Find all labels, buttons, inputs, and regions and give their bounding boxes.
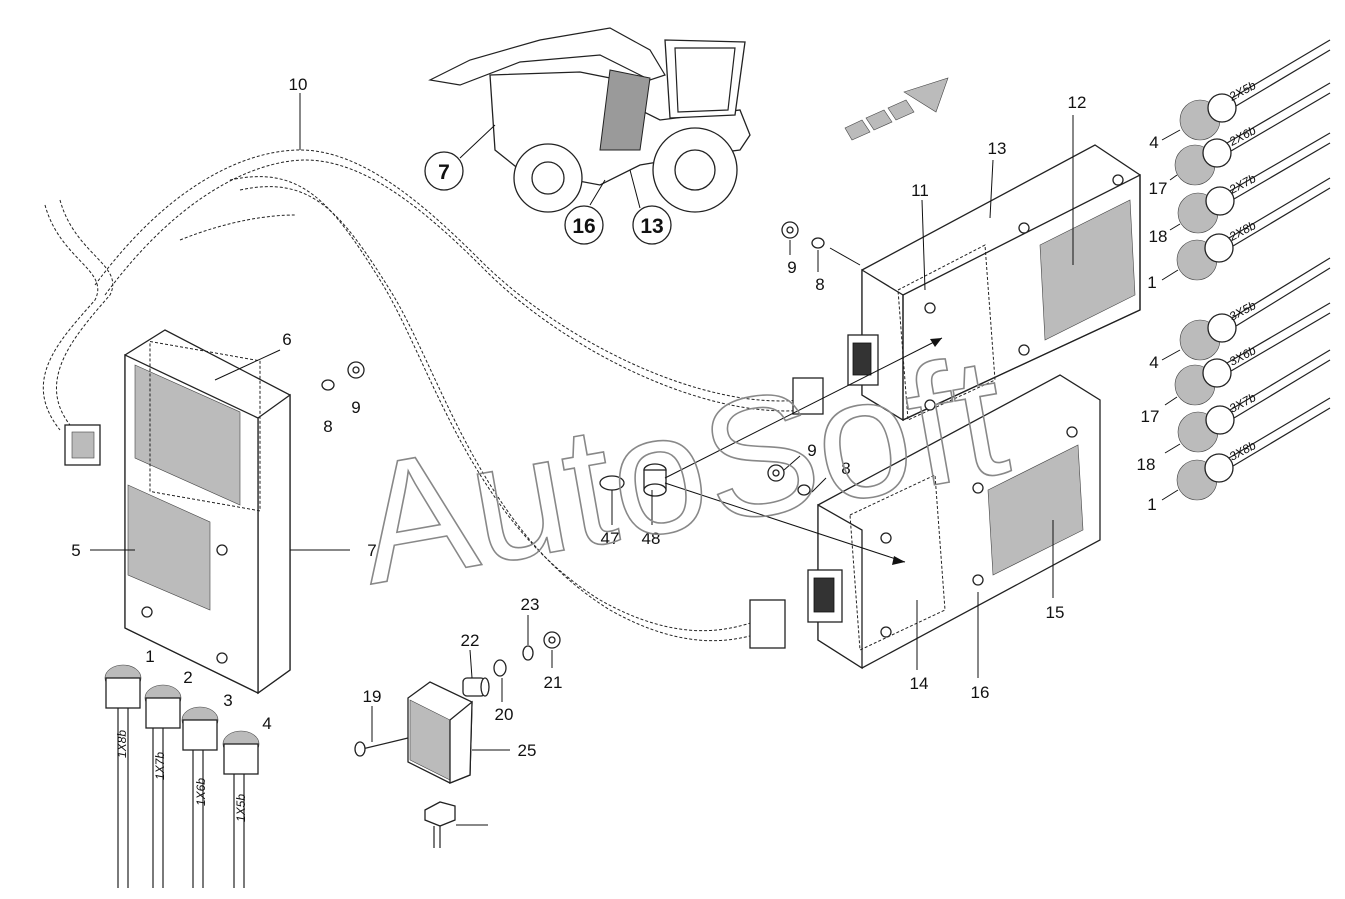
callout-19: 25	[518, 741, 537, 760]
callout-11: 11	[911, 181, 929, 200]
connector-label-2x6b: 2X6b	[1226, 123, 1258, 149]
callout-23: 23	[521, 595, 540, 614]
screw-icon	[354, 737, 409, 757]
connector-2x5b	[1179, 39, 1331, 141]
control-unit-lower	[807, 374, 1101, 670]
callout-7: 7	[367, 541, 376, 560]
connector-2x6b	[1174, 82, 1331, 186]
connector-1x7b	[144, 684, 182, 888]
callout-8-lower: 8	[841, 459, 850, 478]
callout-1-right-upper: 1	[1147, 273, 1156, 292]
connector-3x8b	[1176, 397, 1331, 501]
direction-arrow-icon	[844, 77, 949, 141]
multi-pin-socket	[807, 569, 843, 623]
callout-18-right-upper: 18	[1149, 227, 1168, 246]
callout-4: 4	[262, 714, 271, 733]
spacer-icon	[462, 677, 490, 697]
callout-8: 8	[323, 417, 332, 436]
callout-9: 9	[351, 398, 360, 417]
connector-label-3x7b: 3X7b	[1227, 390, 1259, 416]
callout-16: 16	[971, 683, 990, 702]
washer-icon	[811, 237, 825, 249]
sleeve-48	[643, 463, 667, 497]
callout-8-upper: 8	[815, 275, 824, 294]
location-callout-13: 13	[640, 215, 663, 238]
callout-17-right-upper: 17	[1149, 179, 1168, 198]
control-unit-left	[90, 329, 350, 695]
connector-label-1x7b: 1X7b	[153, 752, 167, 780]
callout-14: 14	[910, 674, 929, 693]
connector-1x6b	[181, 706, 219, 888]
speaker-grille	[134, 364, 241, 506]
callout-20: 19	[363, 687, 382, 706]
callout-12: 12	[1068, 93, 1087, 112]
washer-icon	[797, 484, 811, 496]
nut-icon	[347, 361, 365, 379]
callout-1-right-lower: 1	[1147, 495, 1156, 514]
location-callout-7: 7	[438, 161, 450, 184]
connector-3x7b	[1177, 349, 1331, 453]
callout-17-right-lower: 17	[1141, 407, 1160, 426]
callout-4-right-upper: 4	[1149, 133, 1158, 152]
callout-2: 2	[183, 668, 192, 687]
callout-9-upper: 9	[787, 258, 796, 277]
callout-3: 3	[223, 691, 232, 710]
connector-label-1x8b: 1X8b	[115, 730, 129, 758]
connector-3x6b	[1174, 302, 1331, 406]
washer-icon	[493, 659, 507, 677]
control-unit-upper	[847, 144, 1141, 422]
callout-15: 15	[1046, 603, 1065, 622]
washer-icon	[321, 379, 335, 391]
heat-sink-module-19	[407, 681, 473, 784]
callout-1: 1	[145, 647, 154, 666]
connector-label-1x5b: 1X5b	[234, 794, 248, 822]
callout-13: 13	[988, 139, 1007, 158]
callout-18-right-lower: 18	[1137, 455, 1156, 474]
callout-24: 21	[544, 673, 563, 692]
connector-1x8b	[104, 664, 142, 888]
callout-9-lower: 9	[807, 441, 816, 460]
multi-pin-socket	[847, 334, 879, 386]
harvester-illustration: 7 16 13	[424, 27, 751, 245]
location-callout-16: 16	[572, 215, 595, 238]
relay-board	[127, 484, 211, 611]
callout-10: 10	[289, 75, 308, 94]
nut-icon	[543, 631, 561, 649]
callout-48: 48	[642, 529, 661, 548]
connector-2x8b	[1176, 177, 1331, 281]
connector-label-2x7b: 2X7b	[1226, 171, 1258, 197]
harness-plug	[749, 599, 786, 649]
connector-2x7b	[1177, 132, 1331, 234]
callout-4-right-lower: 4	[1149, 353, 1158, 372]
fuse-relay-panel	[1039, 199, 1136, 341]
callout-22: 20	[495, 705, 514, 724]
callout-47: 47	[601, 529, 620, 548]
fuse-relay-panel	[987, 444, 1084, 576]
nut-icon	[767, 464, 785, 482]
nut-icon	[781, 221, 799, 239]
cable-harness: 10	[42, 75, 824, 649]
washer-icon	[522, 645, 534, 661]
connector-label-1x6b: 1X6b	[194, 778, 208, 806]
callout-6: 6	[282, 330, 291, 349]
connector-1x5b	[222, 730, 260, 888]
fuse-holder-25	[424, 801, 456, 848]
harness-plug	[792, 377, 824, 415]
callout-5: 5	[71, 541, 80, 560]
connector-label-3x5b: 3X5b	[1227, 298, 1259, 324]
connector-label-2x5b: 2X5b	[1226, 78, 1258, 104]
callout-21: 22	[461, 631, 480, 650]
connector-3x5b	[1179, 257, 1331, 361]
harness-plug	[64, 424, 101, 466]
